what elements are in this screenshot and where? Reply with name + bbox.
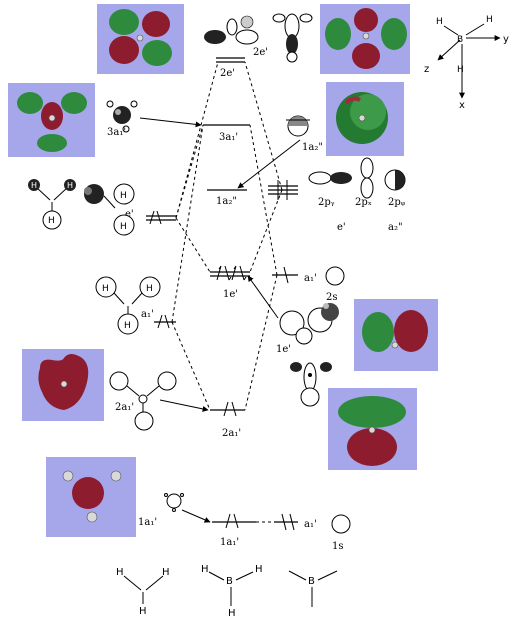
frag-label-1a1: 1a₁': [138, 517, 157, 528]
h3-fragment-a1: a₁': [141, 309, 176, 329]
b-2px-shape: 2pₓ: [355, 157, 374, 208]
h3-a1-drawing: H H H: [95, 276, 161, 335]
b-1s-label: 1s: [332, 541, 344, 552]
atom-h-label: H: [48, 216, 55, 226]
atom-h-label: H: [486, 15, 493, 25]
mo-label-2a1: 2a₁': [222, 428, 241, 439]
atom-h-label: H: [102, 284, 109, 294]
b-2p-levels: [237, 139, 301, 200]
frag-1a2-drawing: 1a₂": [286, 115, 323, 153]
mo-label-1e: 1e': [223, 289, 238, 300]
frag-label-3a1: 3a₁': [107, 127, 126, 138]
mo-label-1a1: 1a₁': [220, 537, 239, 548]
atom-h-label: H: [124, 321, 131, 331]
mo-label-3a1: 3a₁': [219, 132, 238, 143]
atom-h-label: H: [436, 17, 443, 27]
b-2s-label: 2s: [326, 292, 338, 303]
atom-b-label: B: [457, 35, 463, 45]
correlation-lines: [171, 61, 283, 523]
atom-h-label: H: [31, 181, 37, 190]
frag-2a1-drawing: 2a₁': [109, 371, 209, 431]
axis-z-arrow: [437, 39, 461, 61]
frag-1e-drawing-b: [290, 362, 332, 407]
atom-h-label: H: [146, 284, 153, 294]
atom-h-label: H: [116, 567, 124, 578]
atom-h-label: H: [255, 564, 263, 575]
axis-inset: H H B H y z x: [424, 15, 509, 111]
axis-y-label: y: [503, 34, 509, 45]
orbital-image-1e-b: [328, 388, 417, 470]
b-1s-level: a₁' 1s: [274, 513, 351, 552]
atom-b-label: B: [226, 576, 233, 587]
mo-level-3a1: 3a₁': [203, 124, 250, 143]
axis-x-label: x: [459, 100, 465, 111]
bh3-structure: H H B H: [201, 564, 263, 619]
b-only-structure: B: [288, 570, 338, 607]
orbital-image-2e-top: [97, 4, 184, 74]
mo-label-1a2: 1a₂": [216, 196, 237, 207]
atom-b-label: B: [308, 576, 315, 587]
frag-label-1a2: 1a₂": [302, 142, 323, 153]
atom-h-label: H: [120, 191, 127, 201]
frag-1a1-drawing: 1a₁': [138, 493, 211, 528]
mo-level-1a1: 1a₁': [212, 513, 256, 548]
b-e-label: e': [337, 222, 346, 233]
b-1s-sym-label: a₁': [304, 519, 317, 530]
orbital-image-1a1: [46, 457, 136, 537]
b-2py-label: 2pᵧ: [318, 197, 335, 208]
orbital-image-1e-a: [354, 299, 438, 371]
frag-label-2e: 2e': [253, 47, 268, 58]
atom-h-label: H: [228, 608, 236, 619]
b-2pz-label: 2pᵩ: [388, 197, 406, 208]
atom-h-label: H: [162, 567, 170, 578]
axis-z-label: z: [424, 64, 429, 75]
frag-label-2a1: 2a₁': [115, 402, 134, 413]
b-a2-label: a₂": [388, 222, 403, 233]
mo-level-1a2: 1a₂": [207, 189, 247, 207]
frag-label-e: e': [125, 209, 134, 220]
b-2s-level: a₁' 2s: [247, 266, 345, 319]
b-2s-sym-label: a₁': [304, 273, 317, 284]
b-2pz-shape: 2pᵩ a₂": [384, 169, 406, 233]
atom-h-label: H: [139, 606, 147, 617]
mo-level-2a1: 2a₁': [210, 401, 245, 439]
b-2py-shape: 2pᵧ e': [308, 171, 352, 233]
frag-label-1e: 1e': [276, 344, 291, 355]
orbital-image-2a1: [22, 349, 104, 421]
atom-h-label: H: [201, 564, 209, 575]
orbital-image-3a1: [8, 83, 95, 157]
atom-h-label: H: [120, 222, 127, 232]
atom-h-label: H: [67, 181, 73, 190]
h3-e-drawing-2: H H: [84, 183, 135, 236]
frag-2e-drawing: 2e': [204, 13, 313, 63]
orbital-image-2e-right: [320, 4, 410, 74]
h3-fragment-e: e': [125, 209, 176, 225]
mo-level-1e: 1e': [210, 265, 250, 300]
frag-1e-drawing-a: 1e': [276, 303, 339, 355]
mo-level-2e: 2e': [216, 57, 245, 79]
orbital-image-1a2: [326, 82, 404, 156]
h3-e-drawing-1: H H H: [28, 179, 76, 230]
frag-3a1-drawing: 3a₁': [106, 100, 202, 138]
mo-label-2e: 2e': [220, 68, 235, 79]
frag-label-a1: a₁': [141, 309, 154, 320]
h3-structure: H H H: [116, 567, 170, 617]
atom-h-label: H: [457, 65, 464, 75]
b-2px-label: 2pₓ: [355, 197, 372, 208]
